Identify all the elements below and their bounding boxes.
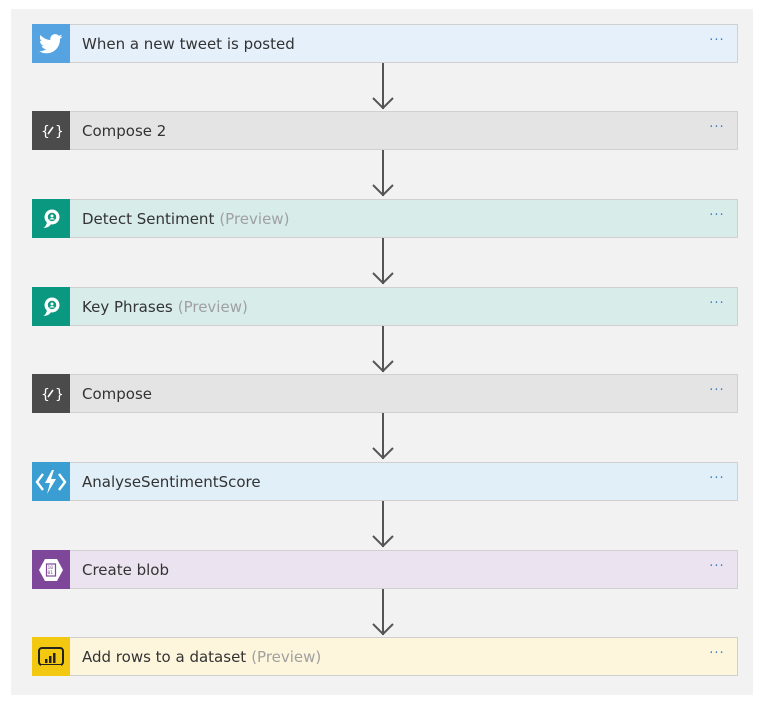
arrow-down-icon <box>372 589 394 636</box>
step-title: Detect Sentiment(Preview) <box>70 200 697 237</box>
step-title: Compose 2 <box>70 112 697 149</box>
step-title-text: AnalyseSentimentScore <box>82 472 261 491</box>
more-options-button[interactable]: ··· <box>709 120 725 135</box>
arrow-down-icon <box>372 413 394 460</box>
more-options-button[interactable]: ··· <box>709 559 725 574</box>
preview-label: (Preview) <box>251 647 322 666</box>
step-card-twitter-trigger[interactable]: When a new tweet is posted ··· <box>32 24 738 63</box>
step-title: Add rows to a dataset(Preview) <box>70 638 697 675</box>
cognitive-services-icon <box>32 287 70 326</box>
more-options-button[interactable]: ··· <box>709 208 725 223</box>
svg-text:10: 10 <box>48 565 54 571</box>
step-title-text: When a new tweet is posted <box>82 34 295 53</box>
more-options-button[interactable]: ··· <box>709 296 725 311</box>
step-title-text: Add rows to a dataset <box>82 647 247 666</box>
arrow-down-icon <box>372 150 394 197</box>
svg-text:}: } <box>55 387 62 403</box>
step-card-detect-sentiment[interactable]: Detect Sentiment(Preview) ··· <box>32 199 738 238</box>
more-options-button[interactable]: ··· <box>709 646 725 661</box>
step-title-text: Compose <box>82 384 153 403</box>
compose-icon: {} <box>32 374 70 413</box>
preview-label: (Preview) <box>177 297 248 316</box>
svg-text:{: { <box>41 124 50 140</box>
step-title: AnalyseSentimentScore <box>70 463 697 500</box>
step-title-text: Detect Sentiment <box>82 209 215 228</box>
step-title-text: Key Phrases <box>82 297 173 316</box>
power-bi-icon <box>32 637 70 676</box>
arrow-down-icon <box>372 501 394 548</box>
logic-app-designer-canvas: When a new tweet is posted ··· {} Compos… <box>11 9 753 695</box>
preview-label: (Preview) <box>219 209 290 228</box>
more-options-button[interactable]: ··· <box>709 471 725 486</box>
arrow-down-icon <box>372 63 394 110</box>
step-title: Create blob <box>70 551 697 588</box>
step-title-text: Compose 2 <box>82 121 167 140</box>
step-card-compose[interactable]: {} Compose ··· <box>32 374 738 413</box>
azure-function-icon <box>32 462 70 501</box>
step-card-analyse-sentiment-score[interactable]: AnalyseSentimentScore ··· <box>32 462 738 501</box>
step-card-key-phrases[interactable]: Key Phrases(Preview) ··· <box>32 287 738 326</box>
more-options-button[interactable]: ··· <box>709 383 725 398</box>
more-options-button[interactable]: ··· <box>709 33 725 48</box>
arrow-down-icon <box>372 326 394 373</box>
step-title-text: Create blob <box>82 560 169 579</box>
twitter-icon <box>32 24 70 63</box>
compose-icon: {} <box>32 111 70 150</box>
step-title: Compose <box>70 375 697 412</box>
step-title: Key Phrases(Preview) <box>70 288 697 325</box>
svg-text:01: 01 <box>48 570 54 576</box>
step-card-add-rows-to-dataset[interactable]: Add rows to a dataset(Preview) ··· <box>32 637 738 676</box>
step-title: When a new tweet is posted <box>70 25 697 62</box>
svg-text:}: } <box>55 124 62 140</box>
arrow-down-icon <box>372 238 394 285</box>
cognitive-services-icon <box>32 199 70 238</box>
step-card-compose-2[interactable]: {} Compose 2 ··· <box>32 111 738 150</box>
svg-text:{: { <box>41 387 50 403</box>
